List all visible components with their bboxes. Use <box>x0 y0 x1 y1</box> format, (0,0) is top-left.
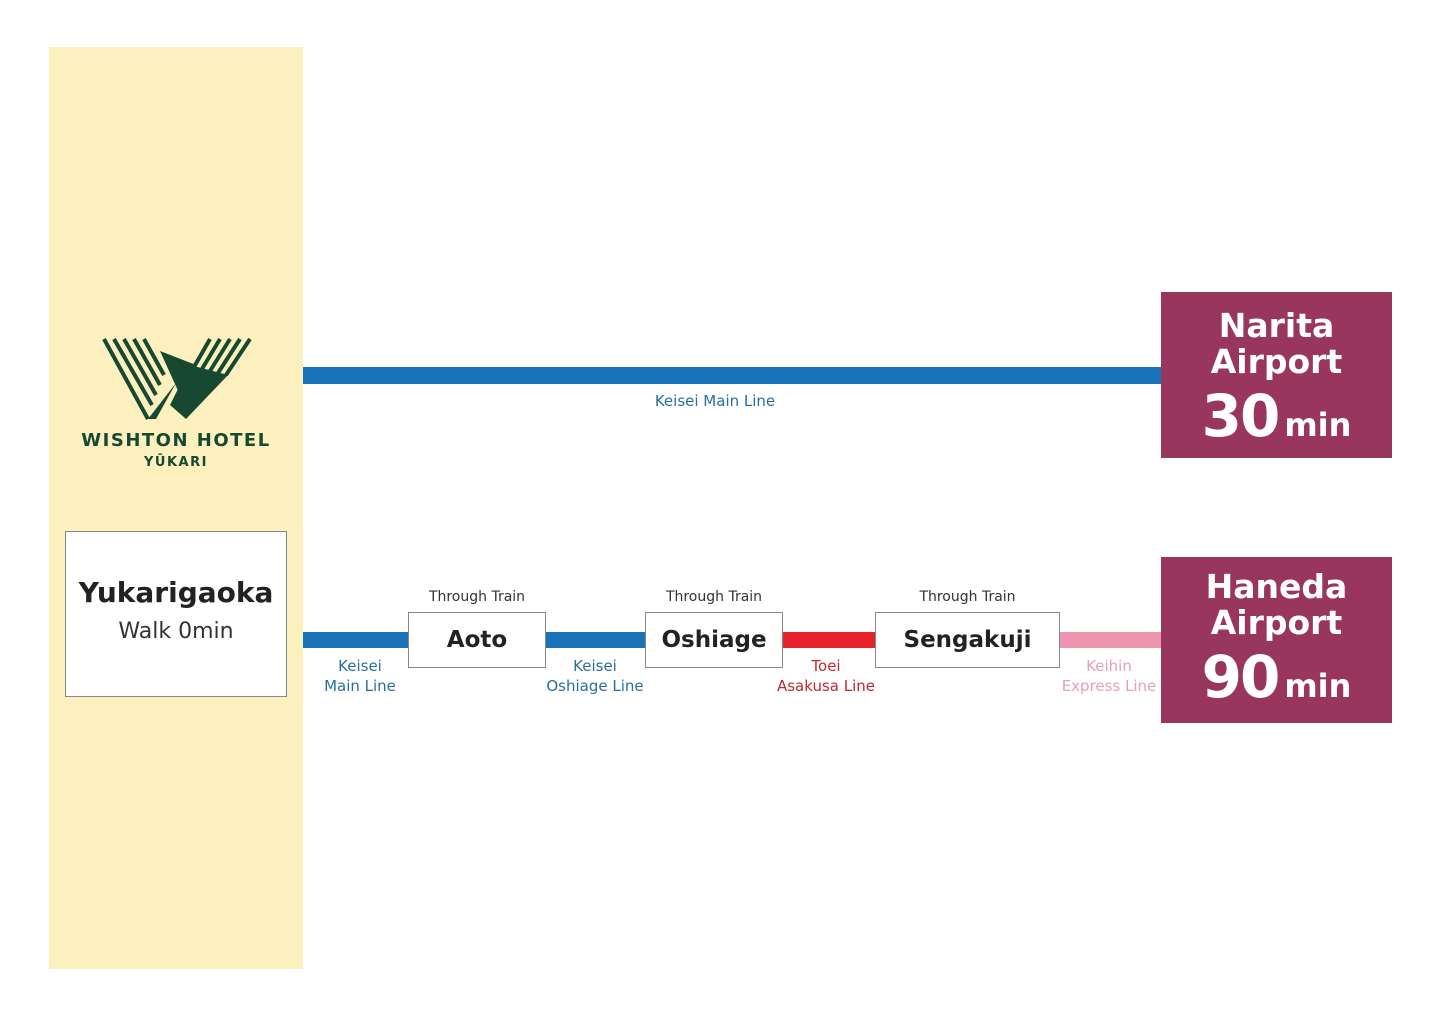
narita-unit: min <box>1284 406 1352 444</box>
line-label-toei-asakusa-line1: Toei <box>811 657 841 675</box>
walk-time: Walk 0min <box>118 619 234 644</box>
hotel-logo-sub: YŪKARI <box>144 455 208 470</box>
stop-sengakuji: Sengakuji <box>875 612 1060 668</box>
stop-aoto: Aoto <box>408 612 546 668</box>
origin-station-name: Yukarigaoka <box>78 576 274 609</box>
toei-asakusa-line-segment <box>783 632 875 648</box>
keisei-main-line-narita <box>303 367 1161 384</box>
keihin-express-line-segment <box>1060 632 1161 648</box>
through-train-label: Through Train <box>919 589 1016 605</box>
origin-station-box: Yukarigaoka Walk 0min <box>65 531 287 697</box>
line-label-keihin-express-line1: Keihin <box>1086 657 1132 675</box>
haneda-time: 90 <box>1201 643 1281 711</box>
line-label-toei-asakusa-line2: Asakusa Line <box>776 677 876 695</box>
narita-line-label: Keisei Main Line <box>654 392 776 410</box>
hotel-column <box>49 47 303 969</box>
haneda-name-1: Haneda <box>1205 567 1348 606</box>
haneda-unit: min <box>1284 667 1352 705</box>
line-label-keihin-express-line2: Express Line <box>1061 677 1157 695</box>
line-label-keisei-main-line2: Main Line <box>324 677 396 695</box>
keisei-oshiage-line-segment <box>546 632 645 648</box>
stop-oshiage: Oshiage <box>645 612 783 668</box>
line-label-keisei-oshiage-line2: Oshiage Line <box>546 677 644 695</box>
narita-time: 30 <box>1201 382 1281 450</box>
haneda-name-2: Airport <box>1210 603 1343 642</box>
keisei-main-line-segment <box>303 632 408 648</box>
through-train-label: Through Train <box>665 589 763 605</box>
hotel-logo-icon <box>102 337 252 420</box>
narita-name-2: Airport <box>1210 342 1343 381</box>
hotel-logo-text: WISHTON HOTEL <box>81 430 271 451</box>
line-label-keisei-oshiage-line1: Keisei <box>573 657 617 675</box>
narita-name-1: Narita <box>1218 306 1335 345</box>
line-label-keisei-main-line1: Keisei <box>338 657 382 675</box>
through-train-label: Through Train <box>428 589 526 605</box>
